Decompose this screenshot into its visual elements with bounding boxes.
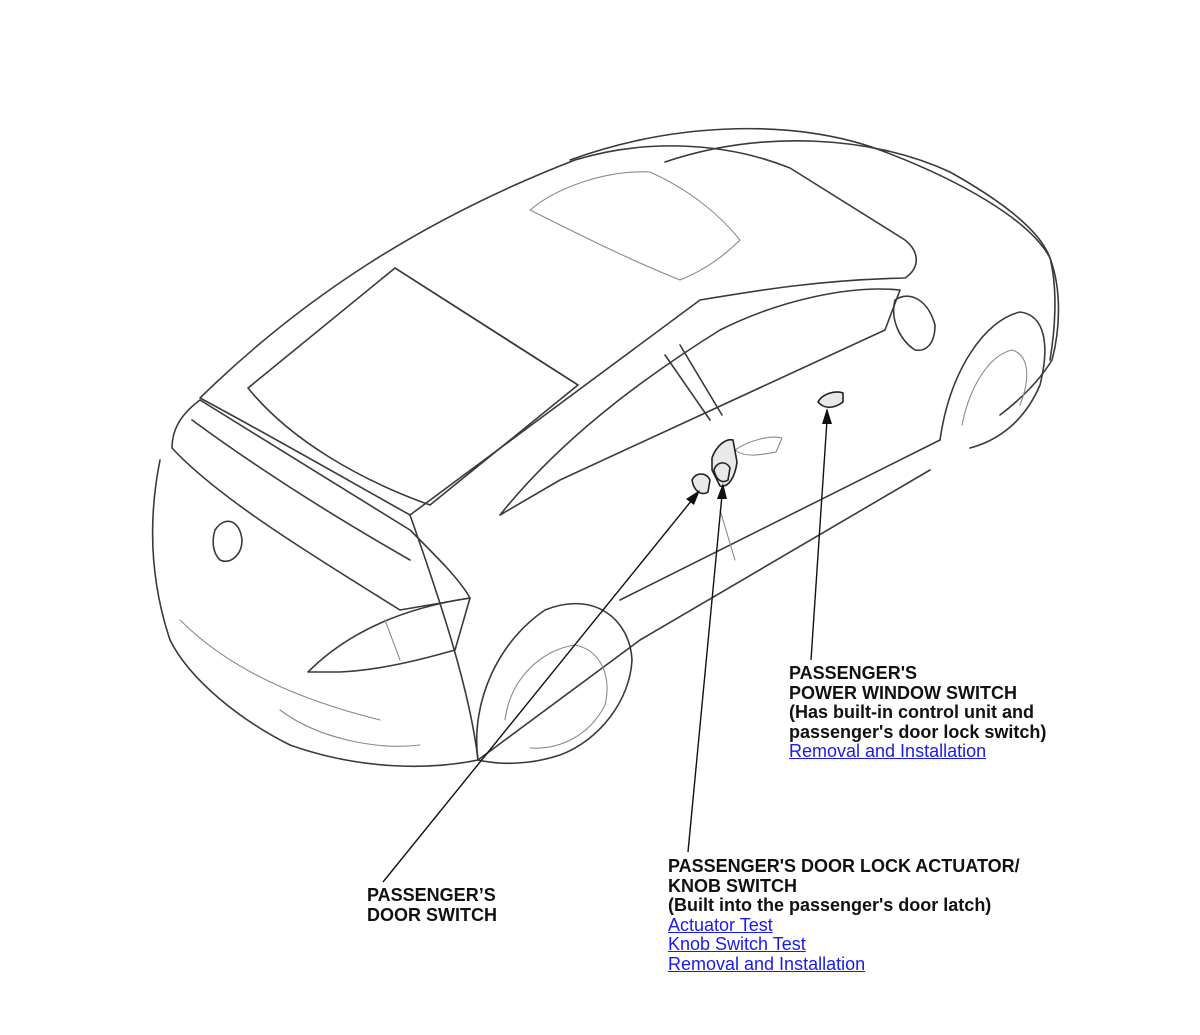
car-illustration — [151, 127, 1060, 768]
door-lock-removal-link[interactable]: Removal and Installation — [668, 953, 866, 974]
callout-line: PASSENGER’S — [367, 885, 496, 905]
callout-line: (Built into the passenger's door latch) — [668, 895, 992, 915]
callout-line: (Has built-in control unit and — [789, 702, 1034, 722]
leader-door-switch — [382, 490, 700, 883]
knob-switch-test-link[interactable]: Knob Switch Test — [668, 934, 806, 954]
leader-power-window — [810, 408, 832, 661]
callout-line: KNOB SWITCH — [668, 875, 797, 896]
power-window-switch-callout: PASSENGER'S POWER WINDOW SWITCH (Has bui… — [789, 663, 1047, 762]
actuator-test-link[interactable]: Actuator Test — [668, 914, 773, 935]
door-lock-actuator-part — [711, 438, 738, 487]
leader-door-lock — [687, 483, 727, 853]
callout-line: POWER WINDOW SWITCH — [789, 682, 1017, 703]
door-lock-actuator-callout: PASSENGER'S DOOR LOCK ACTUATOR/ KNOB SWI… — [668, 856, 1020, 974]
callout-line: passenger's door lock switch) — [789, 721, 1047, 742]
power-window-switch-part — [817, 391, 844, 409]
callout-line: PASSENGER'S — [789, 663, 917, 683]
power-window-removal-link[interactable]: Removal and Installation — [789, 741, 987, 761]
door-switch-part — [691, 473, 711, 495]
door-switch-callout: PASSENGER’S DOOR SWITCH — [367, 885, 497, 925]
callout-line: PASSENGER'S DOOR LOCK ACTUATOR/ — [668, 856, 1020, 876]
callout-line: DOOR SWITCH — [367, 904, 497, 925]
